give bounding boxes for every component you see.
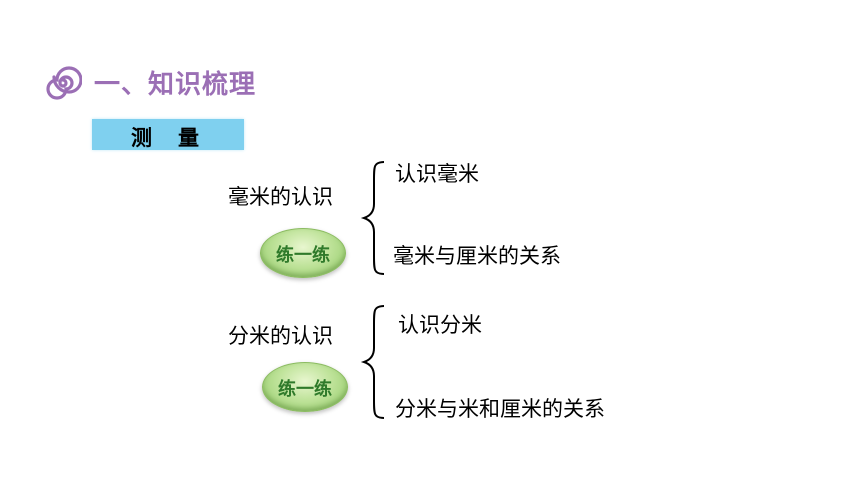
group-heading: 分米的认识 [228,324,333,348]
topic-box: 测量 [92,119,244,150]
group-heading: 毫米的认识 [228,185,333,209]
group-item: 分米与米和厘米的关系 [395,397,605,421]
practice-button[interactable]: 练一练 [262,362,348,412]
practice-label: 练一练 [276,245,330,266]
section-title: 一、知识梳理 [94,70,257,100]
brace-icon [360,161,385,275]
group-item: 认识毫米 [395,162,479,186]
group-item: 认识分米 [398,313,482,337]
group-item: 毫米与厘米的关系 [393,244,561,268]
spiral-icon [46,66,82,100]
practice-label: 练一练 [278,379,332,400]
practice-button[interactable]: 练一练 [260,228,346,278]
topic-label: 测量 [131,126,225,150]
brace-icon [360,305,385,419]
